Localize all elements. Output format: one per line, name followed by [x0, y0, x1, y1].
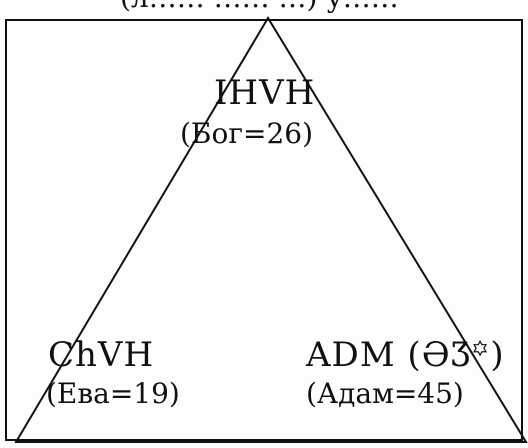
right-corner-name: ADM (ƏƷ꙳) [306, 335, 505, 375]
left-corner-name: ChVH [48, 335, 155, 375]
frame-border [5, 19, 523, 441]
apex-value: (Бог=26) [180, 117, 314, 150]
triangle [14, 16, 528, 443]
left-corner-value: (Ева=19) [46, 377, 180, 410]
apex-name: IHVH [214, 73, 316, 113]
right-corner-value: (Адам=45) [306, 377, 464, 410]
top-caption: (л…… …… …) у…… [120, 0, 399, 12]
